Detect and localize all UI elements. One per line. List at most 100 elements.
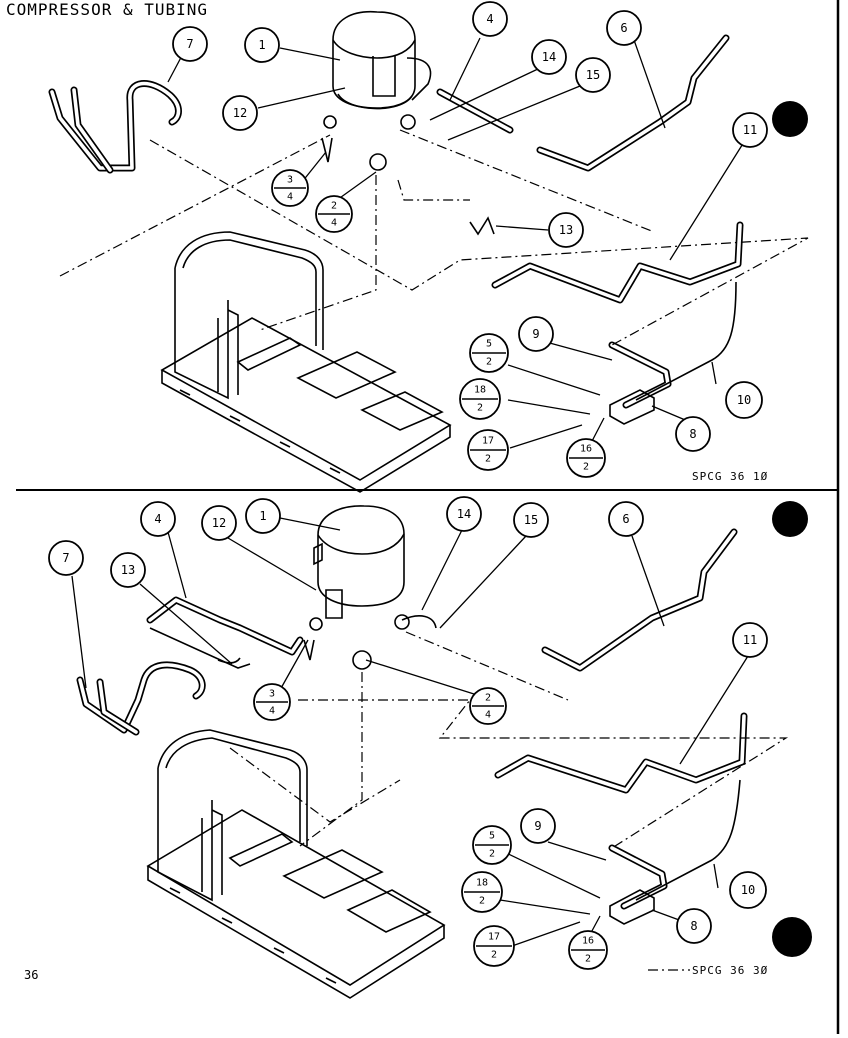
grommet <box>394 614 410 630</box>
svg-text:12: 12 <box>212 516 226 530</box>
svg-text:2: 2 <box>486 357 492 368</box>
callout-13: 13 <box>548 212 584 248</box>
callout-10: 10 <box>729 871 767 909</box>
svg-text:9: 9 <box>534 819 541 833</box>
svg-text:15: 15 <box>524 513 538 527</box>
page-title: COMPRESSOR & TUBING <box>6 0 209 19</box>
mounting-bolt <box>321 137 333 163</box>
svg-text:15: 15 <box>586 68 600 82</box>
svg-text:2: 2 <box>485 693 491 704</box>
svg-text:2: 2 <box>489 849 495 860</box>
callout-5-2: 52 <box>469 333 509 373</box>
svg-text:11: 11 <box>743 123 757 137</box>
view-caption: SPCG 36 1Ø <box>692 470 768 483</box>
callout-7: 7 <box>172 26 208 62</box>
callout-6: 6 <box>606 10 642 46</box>
tube-6 <box>536 34 730 172</box>
tube-9 <box>608 341 672 409</box>
callout-4: 4 <box>472 1 508 37</box>
callout-8: 8 <box>676 908 712 944</box>
callout-2-4: 24 <box>469 687 507 725</box>
callout-15: 15 <box>513 502 549 538</box>
svg-text:11: 11 <box>743 633 757 647</box>
svg-text:6: 6 <box>622 512 629 526</box>
callout-6: 6 <box>608 501 644 537</box>
svg-text:5: 5 <box>489 831 495 842</box>
leader-lines <box>71 517 749 947</box>
callout-1: 1 <box>245 498 281 534</box>
svg-text:16: 16 <box>580 444 592 455</box>
callout-14: 14 <box>531 39 567 75</box>
svg-text:17: 17 <box>482 436 494 447</box>
svg-text:16: 16 <box>582 936 594 947</box>
svg-text:17: 17 <box>488 932 500 943</box>
page-number: 36 <box>24 968 39 982</box>
tube-10 <box>635 779 741 901</box>
svg-text:18: 18 <box>476 878 488 889</box>
valve-8 <box>609 889 655 925</box>
compressor <box>332 10 432 110</box>
callout-18-2: 182 <box>459 378 501 420</box>
svg-text:10: 10 <box>737 393 751 407</box>
callout-14: 14 <box>446 496 482 532</box>
part-13 <box>469 216 495 236</box>
assembly-line <box>298 699 789 849</box>
callout-15: 15 <box>575 57 611 93</box>
svg-text:4: 4 <box>485 710 491 721</box>
svg-text:10: 10 <box>741 883 755 897</box>
svg-text:1: 1 <box>258 38 265 52</box>
assembly-line <box>259 175 377 331</box>
tube-7 <box>76 661 206 736</box>
callout-17-2: 17 2 <box>467 429 509 471</box>
cabinet-panel <box>157 729 308 902</box>
tube-6 <box>541 528 738 672</box>
callout-1: 1 <box>244 27 280 63</box>
svg-text:14: 14 <box>457 507 471 521</box>
svg-text:4: 4 <box>287 192 293 203</box>
svg-text:18: 18 <box>474 385 486 396</box>
svg-text:7: 7 <box>186 37 193 51</box>
callout-16-2: 162 <box>568 930 608 970</box>
callout-4: 4 <box>140 501 176 537</box>
assembly-line <box>397 179 470 201</box>
mounting-bolt <box>303 639 315 661</box>
callout-12: 12 <box>201 505 237 541</box>
base-pan <box>160 317 452 493</box>
svg-text:13: 13 <box>559 223 573 237</box>
tube-4 <box>146 596 304 656</box>
bottom-view: 1 12 4 13 7 14 15 6 11 9 10 8 34 24 52 1… <box>48 496 812 999</box>
svg-text:4: 4 <box>154 512 161 526</box>
callout-12: 12 <box>222 95 258 131</box>
registration-mark <box>772 917 812 957</box>
callout-5-2: 52 <box>472 825 512 865</box>
callout-13: 13 <box>110 552 146 588</box>
svg-text:12: 12 <box>233 106 247 120</box>
callout-11: 11 <box>732 622 768 658</box>
grommet-mount <box>369 153 387 171</box>
svg-text:5: 5 <box>486 339 492 350</box>
svg-text:3: 3 <box>287 175 293 186</box>
cabinet-panel <box>174 231 324 400</box>
assembly-line <box>405 631 569 701</box>
assembly-line <box>399 129 655 233</box>
callout-11: 11 <box>732 112 768 148</box>
svg-text:6: 6 <box>620 21 627 35</box>
view-caption: SPCG 36 3Ø <box>692 964 768 977</box>
top-view: 1 12 4 14 15 6 7 11 13 9 10 8 34 24 52 1… <box>48 1 809 493</box>
svg-text:14: 14 <box>542 50 556 64</box>
tube-13 <box>149 627 251 669</box>
base-pan <box>146 809 446 999</box>
callout-3-4: 34 <box>271 169 309 207</box>
tube-4 <box>436 88 514 134</box>
svg-text:2: 2 <box>583 462 589 473</box>
svg-text:13: 13 <box>121 563 135 577</box>
registration-mark <box>772 101 808 137</box>
callout-10: 10 <box>725 381 763 419</box>
svg-text:2: 2 <box>491 950 497 961</box>
callout-7: 7 <box>48 540 84 576</box>
svg-text:1: 1 <box>259 509 266 523</box>
assembly-line <box>299 672 363 847</box>
valve-8 <box>609 389 655 425</box>
svg-text:2: 2 <box>485 454 491 465</box>
tube-10 <box>635 281 737 401</box>
